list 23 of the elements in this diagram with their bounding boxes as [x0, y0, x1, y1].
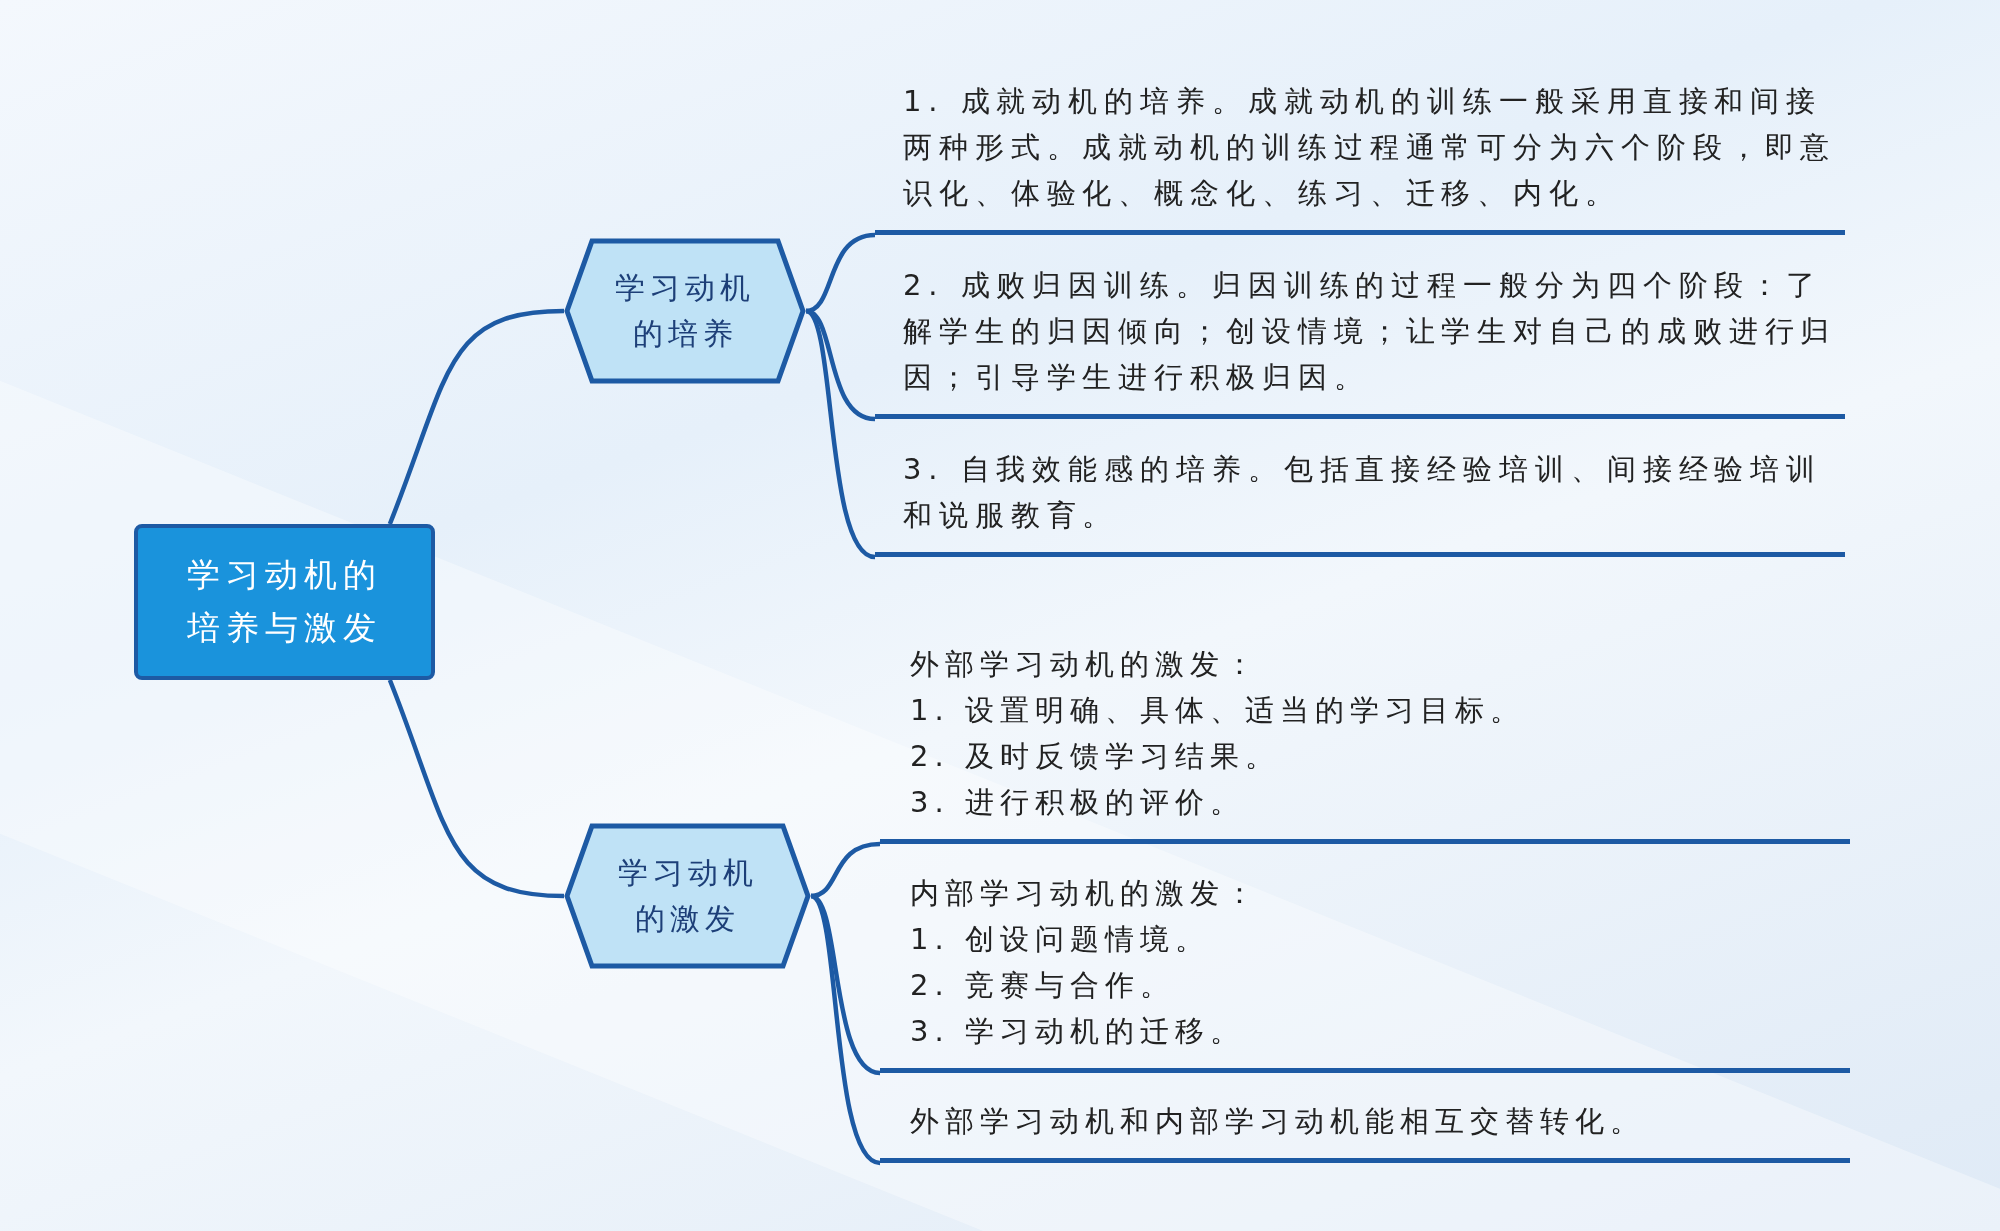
- note-text: 2. 成败归因训练。归因训练的过程一般分为四个阶段：了解学生的归因倾向；创设情境；让学生对自己的成败进行归因；引导学生进行积极归因。: [903, 267, 1838, 396]
- branch-line: [387, 308, 565, 525]
- note-text: 2. 及时反馈学习结果。: [910, 738, 1281, 775]
- note-text: 1. 设置明确、具体、适当的学习目标。: [910, 692, 1526, 729]
- note-text: 3. 自我效能感的培养。包括直接经验培训、间接经验培训和说服教育。: [903, 451, 1824, 534]
- note-text: 1. 创设问题情境。: [910, 921, 1211, 958]
- note-text: 2. 竞赛与合作。: [910, 967, 1176, 1004]
- topic-hexagon: [564, 823, 811, 969]
- branch-line: [387, 679, 565, 899]
- note-text: 外部学习动机和内部学习动机能相互交替转化。: [910, 1103, 1646, 1140]
- branch-line: [805, 232, 876, 314]
- topic-label: 学习动机的培养: [614, 268, 756, 353]
- branch-line: [809, 894, 881, 1166]
- note-heading: 外部学习动机的激发：: [910, 646, 1261, 683]
- root-box: [134, 524, 435, 680]
- root-label: 学习动机的培养与激发: [186, 554, 383, 649]
- note-text: 3. 进行积极的评价。: [910, 784, 1246, 821]
- note-text: 3. 学习动机的迁移。: [910, 1013, 1246, 1050]
- branch-line: [804, 309, 876, 560]
- topic-label: 学习动机的激发: [616, 853, 759, 938]
- topic-hexagon: [564, 238, 806, 384]
- note-heading: 内部学习动机的激发：: [910, 875, 1261, 912]
- note-text: 1. 成就动机的培养。成就动机的训练一般采用直接和间接两种形式。成就动机的训练过程通常可分为六个阶段，即意识化、体验化、概念化、练习、迁移、内化。: [903, 83, 1838, 212]
